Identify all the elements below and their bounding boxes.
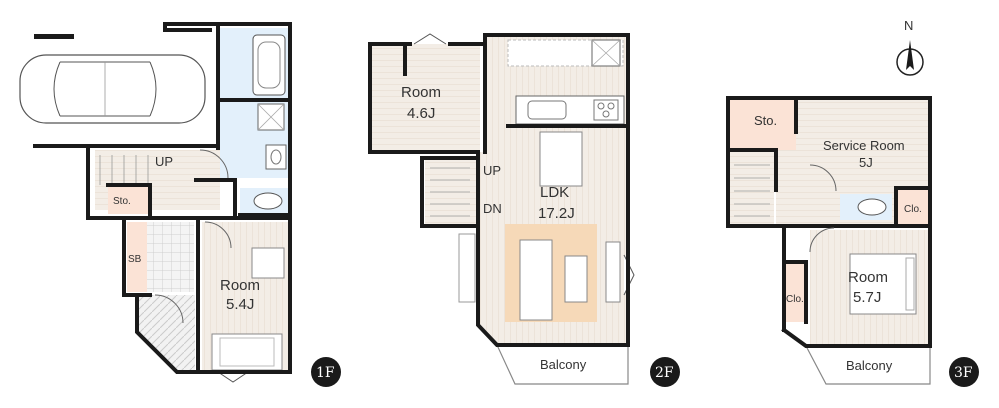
floor-badge-2f-text: 2F (655, 365, 674, 381)
walls-2f (368, 33, 630, 347)
floor-badge-3f (949, 357, 979, 387)
compass: N (896, 18, 924, 76)
floor-1f: UP Sto. SB Room 5.4J (19, 22, 341, 387)
balcony-2f-label: Balcony (540, 357, 587, 372)
closet-label-3f-b: Clo. (786, 294, 804, 305)
service-room-name: Service Room (823, 138, 905, 153)
bed-icon (849, 253, 917, 315)
stairs-up-label: UP (155, 154, 173, 169)
floor-badge-3f-text: 3F (954, 365, 973, 381)
closet-label-3f-a: Clo. (904, 204, 922, 215)
kitchen-sink-icon (527, 100, 567, 120)
toilet-icon-3f (857, 198, 887, 216)
walls-3f (726, 96, 932, 348)
bathtub-icon (252, 34, 286, 96)
ldk-name: LDK (540, 184, 569, 201)
ldk-size: 17.2J (538, 205, 575, 222)
floor-3f: N Sto. Service Room 5J Clo. Room 5.7J (726, 18, 979, 387)
car-icon (19, 34, 206, 124)
balcony-3f-label: Balcony (846, 358, 893, 373)
room-2f-size: 4.6J (407, 105, 435, 122)
dining-table (539, 131, 583, 187)
storage-label-1f: Sto. (113, 196, 131, 207)
room-3f-name: Room (848, 269, 888, 286)
tv-board (605, 241, 621, 303)
floor-2f: Room 4.6J LDK 17.2J UP DN (368, 33, 680, 387)
room-1f-size: 5.4J (226, 296, 254, 313)
sofa-icon (519, 239, 553, 321)
floor-badge-1f (311, 357, 341, 387)
stove-icon (593, 99, 619, 121)
service-room-size: 5J (859, 155, 873, 170)
storage-label-3f: Sto. (754, 113, 777, 128)
room-2f-name: Room (401, 84, 441, 101)
room-3f-size: 5.7J (853, 289, 881, 306)
toilet-icon (253, 192, 283, 210)
sb-label: SB (128, 254, 142, 265)
floor-badge-2f (650, 357, 680, 387)
floor-badge-1f-text: 1F (316, 365, 335, 381)
stairs-up-label-2f: UP (483, 163, 501, 178)
compass-north-label: N (904, 18, 913, 33)
sink-icon (265, 144, 287, 170)
room-1f-name: Room (220, 277, 260, 294)
stairs-down-label-2f: DN (483, 201, 502, 216)
walls-1f (33, 22, 292, 374)
